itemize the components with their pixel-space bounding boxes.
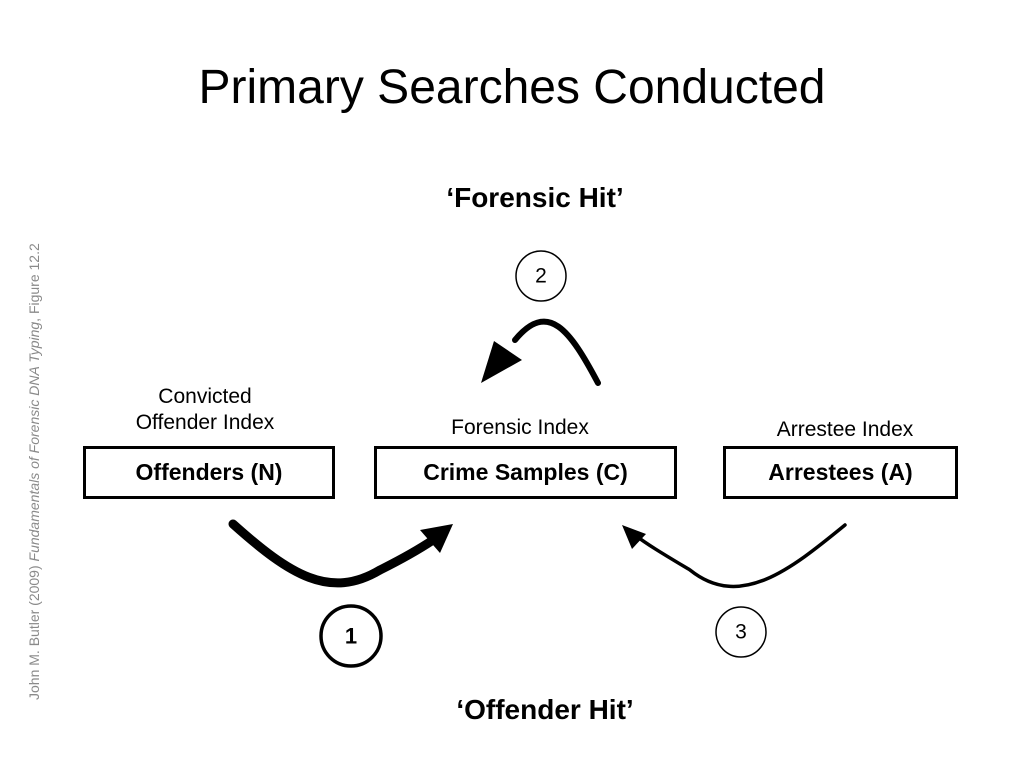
convicted-offender-index-label: Convicted Offender Index [105,384,305,436]
search-2-badge: 2 [515,250,567,302]
crime-samples-box: Crime Samples (C) [374,446,677,499]
forensic-index-label: Forensic Index [451,416,589,439]
offender-hit-label: ‘Offender Hit’ [456,694,634,725]
search-3-number: 3 [735,621,747,644]
slide-title: Primary Searches Conducted [198,61,826,114]
search-3-arrow [633,523,847,589]
search-1-badge: 1 [319,604,383,668]
search-3-badge: 3 [715,606,767,658]
arrestees-box: Arrestees (A) [723,446,958,499]
search-1-arrow [228,519,438,588]
search-2-arrow [512,318,601,386]
search-1-number: 1 [345,624,357,649]
convicted-offender-index-line1: Convicted [158,385,252,408]
arrestee-index-label: Arrestee Index [776,418,914,441]
search-1-arrowhead [420,524,453,553]
offenders-box: Offenders (N) [83,446,335,499]
search-3-arrowhead [622,525,646,549]
search-2-number: 2 [535,265,547,288]
search-2-arrowhead [481,341,522,383]
convicted-offender-index-line2: Offender Index [135,411,275,434]
forensic-hit-label: ‘Forensic Hit’ [446,182,624,213]
